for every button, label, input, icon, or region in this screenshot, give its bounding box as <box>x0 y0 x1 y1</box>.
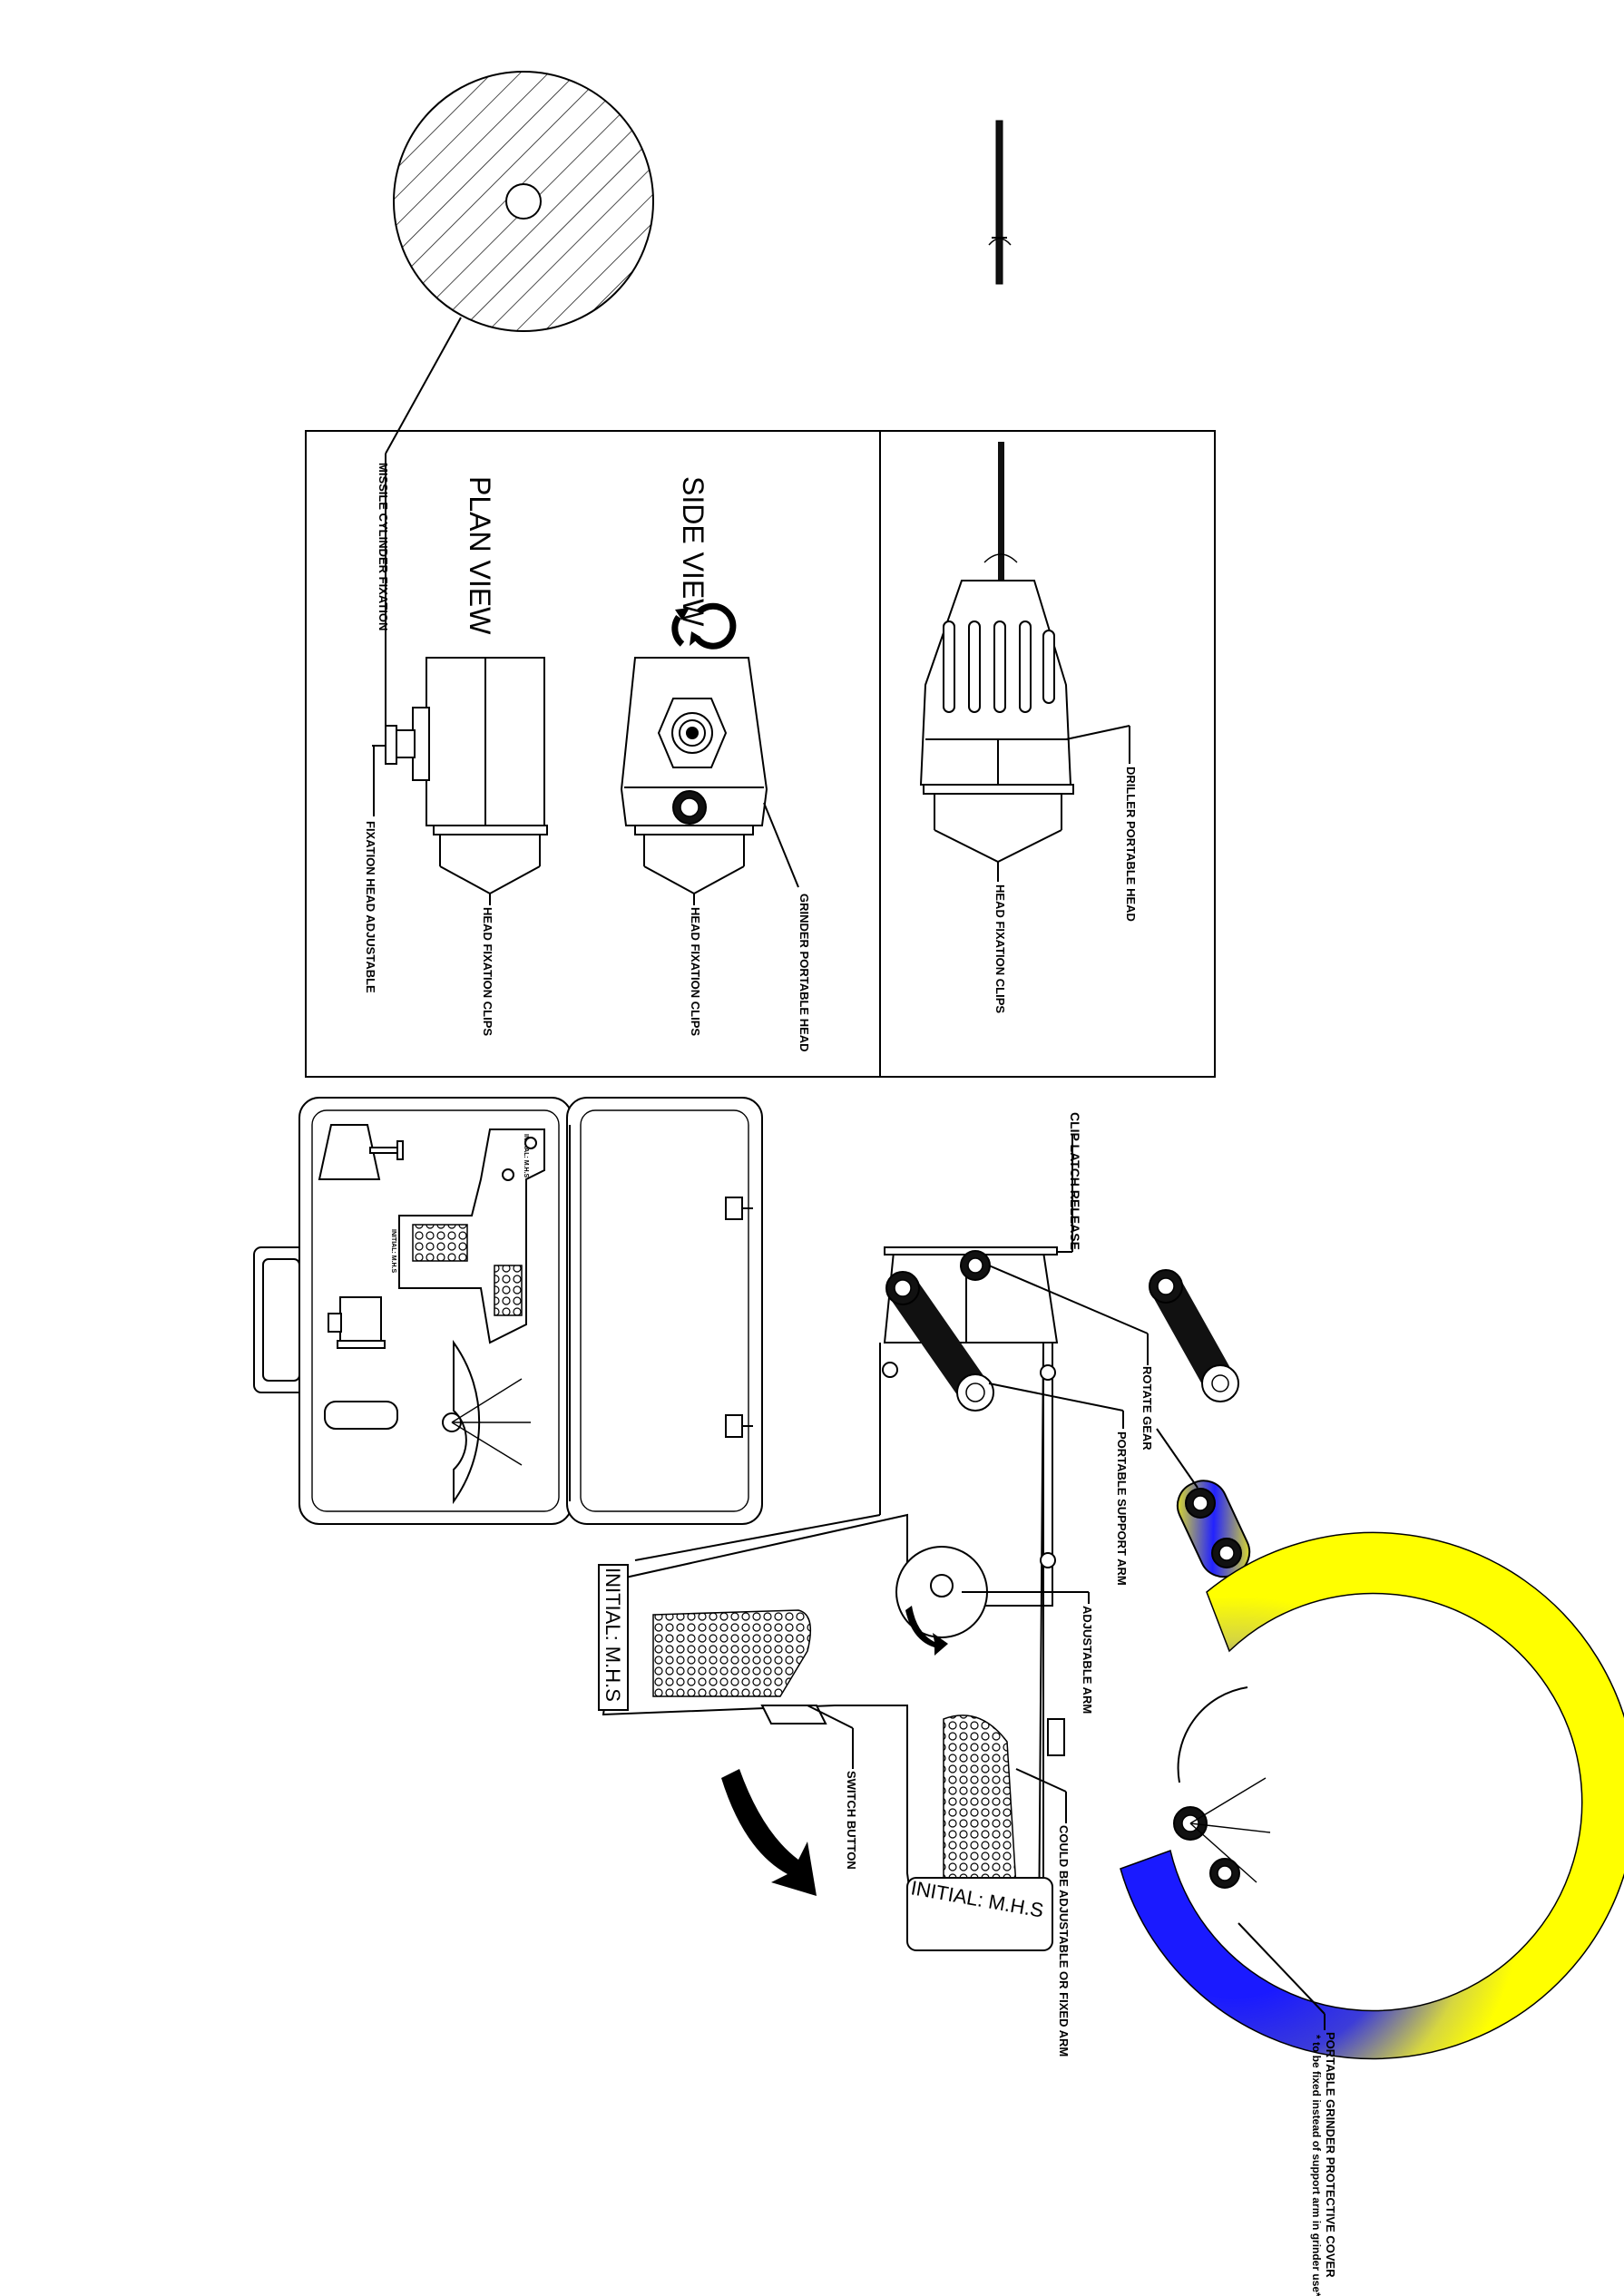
initial-upper-text: INITIAL: M.H.S <box>602 1568 624 1702</box>
drill-bit-rod <box>988 120 1012 285</box>
adjustable-arm-label: ADJUSTABLE ARM <box>1081 1606 1094 1714</box>
side-view-title: SIDE VIEW <box>677 476 709 627</box>
rotate-gear-label: ROTATE GEAR <box>1140 1366 1154 1451</box>
frame-labels: MISSILE CYLINDER FIXATION PLAN VIEW SIDE… <box>364 463 1138 1052</box>
head-fixation-clips-plan-label: HEAD FIXATION CLIPS <box>481 907 494 1036</box>
protective-cover <box>1120 1531 1624 2060</box>
initial-badge-upper: INITIAL: M.H.S <box>598 1564 629 1711</box>
rotate-arrows-icon <box>671 602 737 650</box>
switch-button-label: SWITCH BUTTON <box>845 1771 858 1870</box>
side-view-device <box>620 657 799 905</box>
grinder-portable-head-label: GRINDER PORTABLE HEAD <box>797 894 811 1052</box>
case-badge-2: INITIAL: M.H.S <box>523 1134 529 1178</box>
case-badge-1: INITIAL: M.H.S <box>390 1229 396 1274</box>
portable-support-arm-label: PORTABLE SUPPORT ARM <box>1115 1431 1129 1586</box>
driller-portable-head <box>919 442 1130 882</box>
fixation-head-adjustable-label: FIXATION HEAD ADJUSTABLE <box>364 821 377 993</box>
protective-cover-label: PORTABLE GRINDER PROTECTIVE COVER <box>1324 2032 1337 2278</box>
head-fixation-clips-driller-label: HEAD FIXATION CLIPS <box>993 884 1007 1013</box>
curved-arrow-icon <box>721 1606 948 1896</box>
plan-view-title: PLAN VIEW <box>464 476 496 635</box>
head-fixation-clips-side-label: HEAD FIXATION CLIPS <box>689 907 702 1036</box>
leader-lines <box>807 1134 1326 2030</box>
main-labels: CLIP LATCH RELEASE ROTATE GEAR PORTABLE … <box>845 1112 1337 2296</box>
driller-portable-head-label: DRILLER PORTABLE HEAD <box>1124 767 1138 922</box>
clip-latch-release-label: CLIP LATCH RELEASE <box>1068 1112 1082 1250</box>
protective-cover-note: * to be fixed instead of support arm in … <box>1310 2035 1323 2296</box>
could-be-adjustable-label: COULD BE ADJUSTABLE OR FIXED ARM <box>1057 1825 1071 2057</box>
initial-badge-lower: INITIAL: M.H.S <box>906 1876 1053 1951</box>
plan-view-device <box>372 657 548 905</box>
missile-cylinder-fixation-label: MISSILE CYLINDER FIXATION <box>377 463 390 630</box>
carrying-case: INITIAL: M.H.S INITIAL: M.H.S <box>253 1097 763 1525</box>
missile-cylinder-disc <box>385 71 654 763</box>
views-frame <box>305 430 1216 1078</box>
main-grinder-body: INITIAL: M.H.S INITIAL: M.H.S <box>598 1246 1251 1951</box>
